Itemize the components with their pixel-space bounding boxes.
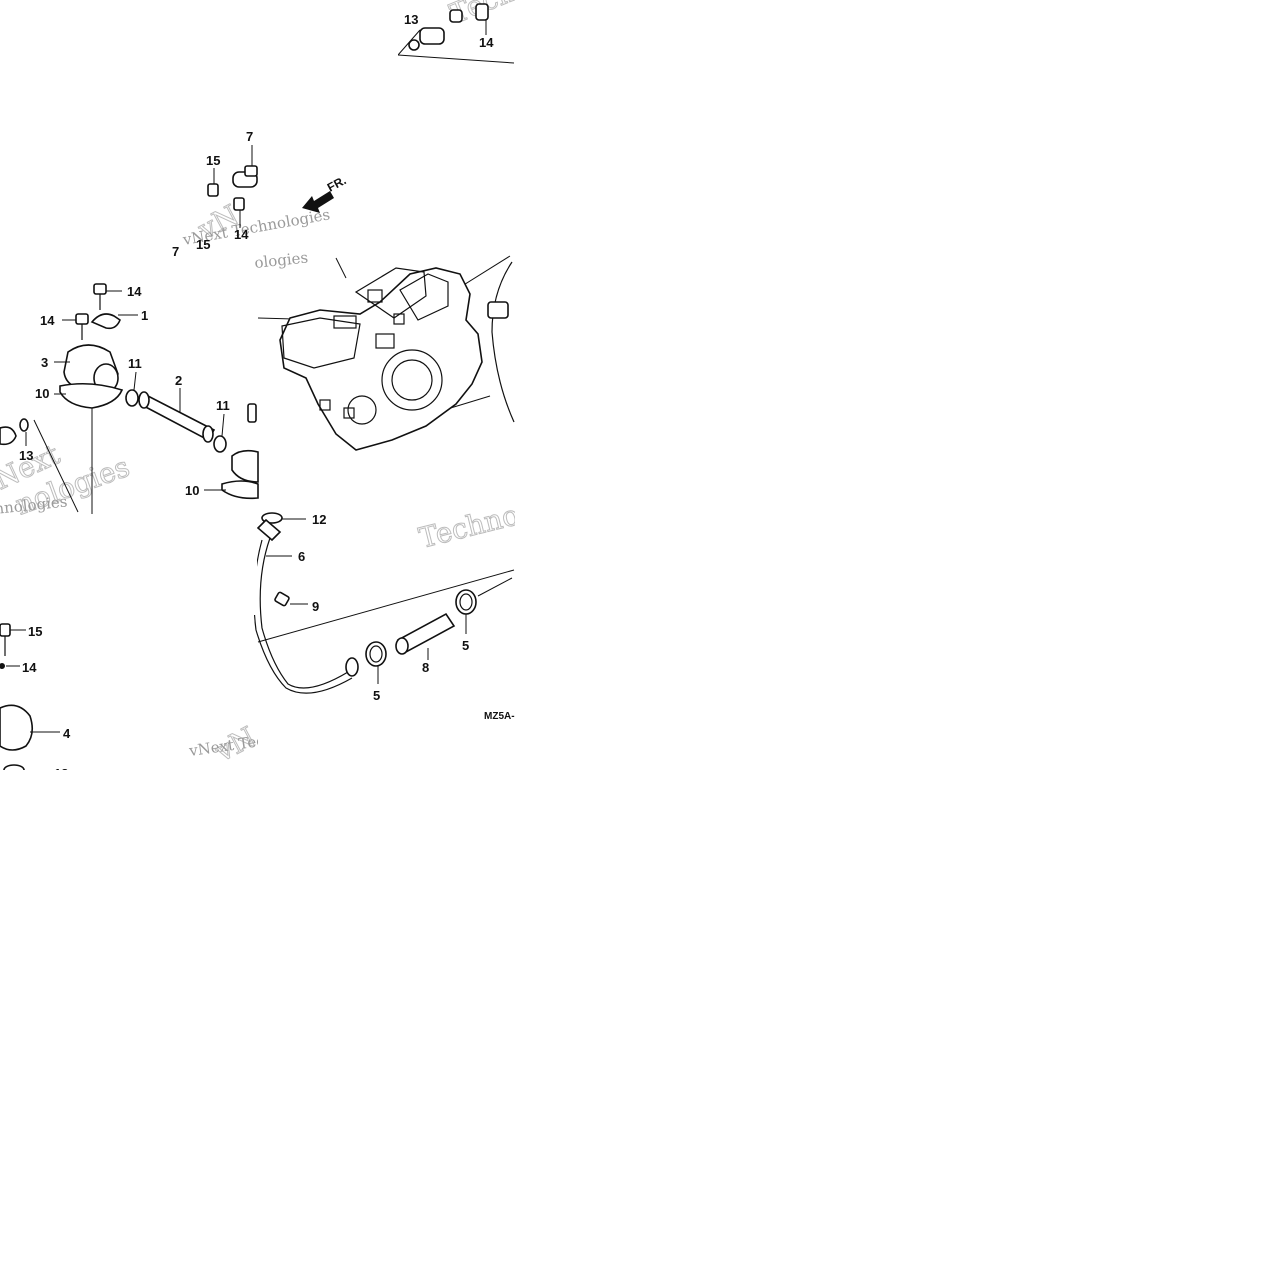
callout-14: 14 [479, 35, 494, 50]
bolt-14 [475, 3, 489, 21]
o-ring-13-left [19, 418, 29, 432]
callout-10-right: 10 [185, 483, 199, 498]
callout-7: 7 [246, 129, 253, 144]
watermark-right: Techno [416, 498, 523, 555]
callout-5-right: 5 [462, 638, 469, 653]
bolt-15 [207, 183, 219, 197]
bolt-14-upper [233, 197, 245, 211]
top-fragment: 13 14 [397, 3, 515, 64]
diagram-code: MZ5A- [484, 711, 515, 722]
engine-casing [279, 267, 483, 451]
water-pipe-6 [259, 537, 349, 689]
cylinder-head-front [281, 317, 361, 369]
callout-6: 6 [298, 549, 305, 564]
watermark-mid2: ologies [254, 248, 309, 272]
radiator-hose [491, 261, 515, 423]
callout-12: 12 [312, 512, 326, 527]
callout-9: 9 [312, 599, 319, 614]
o-ring-11-right [213, 435, 227, 453]
callout-15-bottom: 15 [28, 624, 42, 639]
callout-14-upper: 14 [234, 227, 249, 242]
callout-10-left: 10 [35, 386, 49, 401]
water-pipe-group: 12 6 9 5 8 5 MZ5A- [253, 512, 515, 722]
callout-1: 1 [141, 308, 148, 323]
bolt-9 [274, 591, 290, 607]
callout-4: 4 [63, 726, 71, 741]
upper-fitting-group: 7 15 14 7 15 [172, 129, 258, 259]
callout-11-right: 11 [216, 398, 230, 413]
o-ring-11-left [125, 389, 139, 407]
cylinder-head-rear [354, 267, 427, 319]
callout-5-left: 5 [373, 688, 380, 703]
callout-15: 15 [206, 153, 220, 168]
front-arrow-icon [302, 191, 334, 213]
bracket-1 [90, 313, 121, 330]
callout-14-bottom: 14 [22, 660, 37, 675]
engine-block [257, 255, 515, 451]
callout-3: 3 [41, 355, 48, 370]
housing-4 [0, 704, 34, 751]
callout-8: 8 [422, 660, 429, 675]
callout-7-lower: 7 [172, 244, 179, 259]
callout-13-left: 13 [19, 448, 33, 463]
callout-15-lower: 15 [196, 237, 210, 252]
callout-13: 13 [404, 12, 418, 27]
clamp-5-left [365, 641, 387, 667]
o-ring-13 [408, 39, 420, 51]
callout-11-left: 11 [128, 356, 142, 371]
gasket-10 [59, 382, 124, 409]
callout-2: 2 [175, 373, 182, 388]
clutch-cover [381, 349, 443, 411]
callout-14-b: 14 [40, 313, 55, 328]
thermostat-housing-group: 14 14 1 3 10 11 2 11 13 10 [0, 283, 259, 514]
front-label: FR. [325, 173, 349, 194]
callout-14-a: 14 [127, 284, 142, 299]
fitting-part [419, 27, 445, 45]
